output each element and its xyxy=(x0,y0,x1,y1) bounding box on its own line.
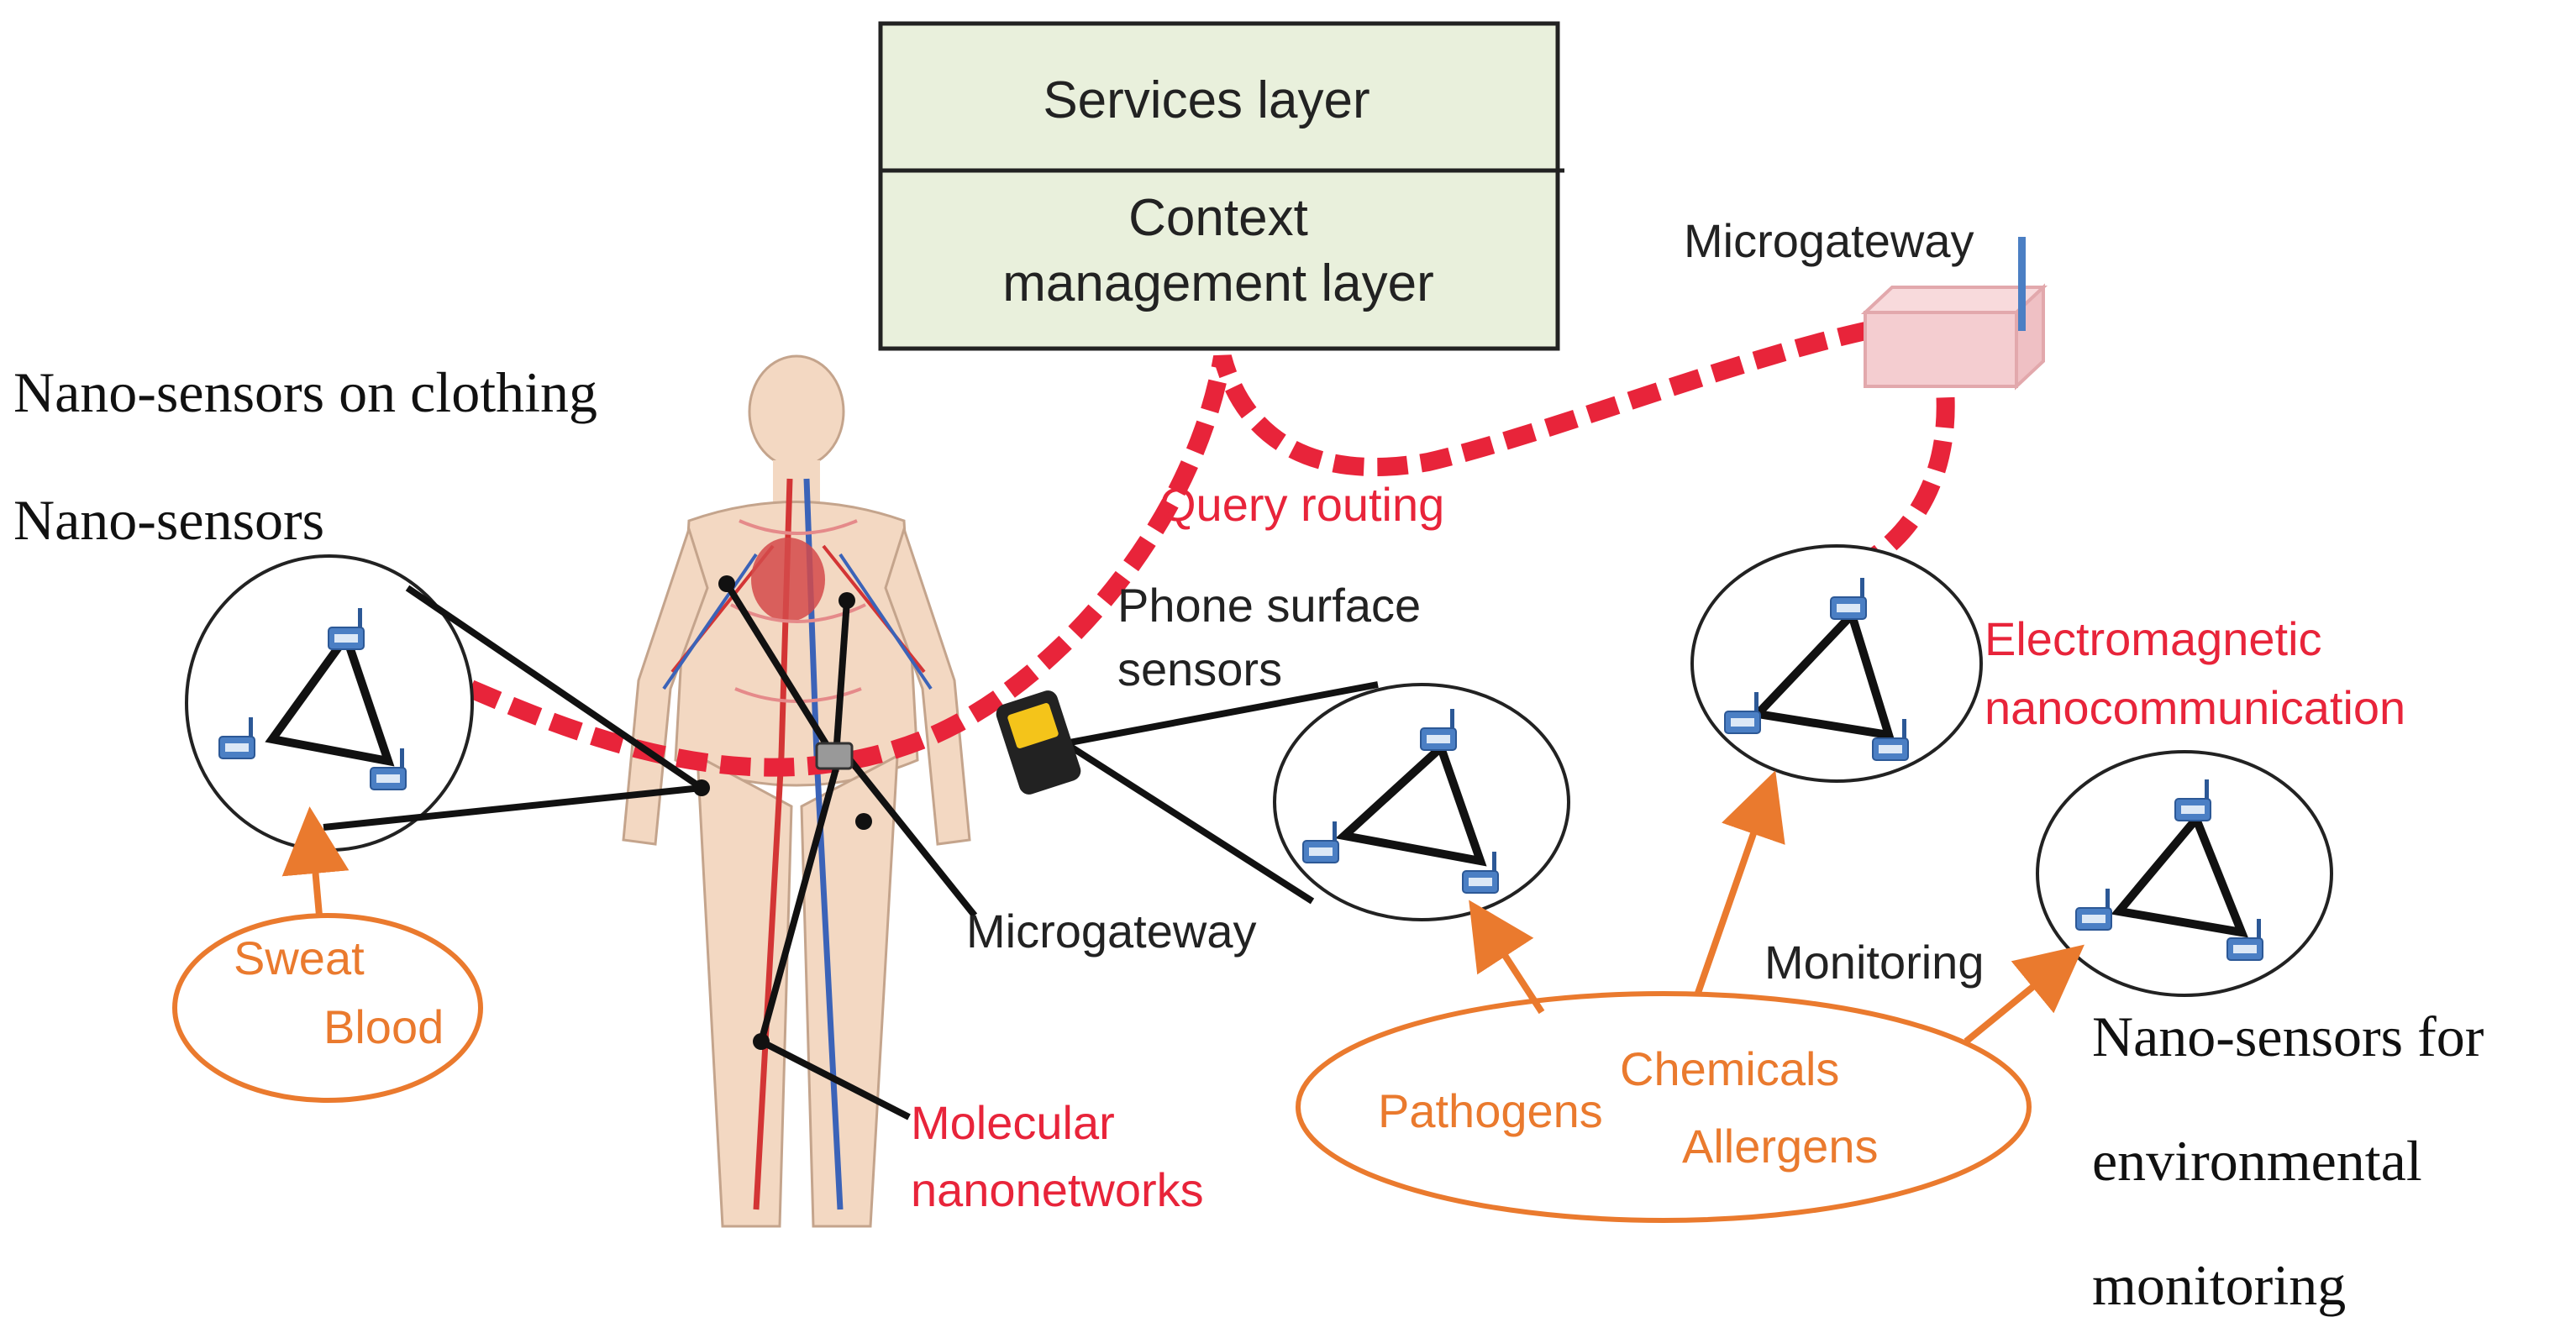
microgateway-body-label: Microgateway xyxy=(966,905,1256,958)
context-layer-box xyxy=(878,168,1560,351)
sensor-cluster-electromagnetic xyxy=(1690,544,1983,783)
allergens-label: Allergens xyxy=(1682,1120,1878,1173)
context-layer-label-1: Context xyxy=(1128,189,1308,247)
connection-lines xyxy=(323,581,1379,1120)
human-body-icon xyxy=(622,354,971,1228)
chemicals-label: Chemicals xyxy=(1620,1042,1839,1095)
layer-stack: Services layer Context management layer xyxy=(878,21,1564,351)
em-nanocommunication-label-2: nanocommunication xyxy=(1985,681,2405,734)
services-layer-label: Services layer xyxy=(1043,71,1369,129)
environment-sample-ellipse xyxy=(1296,991,2032,1223)
environment-sensors-label-3: monitoring xyxy=(2092,1253,2346,1317)
connection-dots xyxy=(693,575,872,1050)
microgateway-router-icon xyxy=(1860,237,2048,391)
pathogens-label: Pathogens xyxy=(1378,1084,1603,1137)
phone-sensors-label-1: Phone surface xyxy=(1117,579,1421,632)
body-microgateway-device xyxy=(815,742,854,770)
nano-sensors-label: Nano-sensors xyxy=(13,488,324,552)
molecular-nanonetworks-label-2: nanonetworks xyxy=(911,1163,1204,1216)
context-layer-label-2: management layer xyxy=(1002,254,1434,312)
sample-arrows xyxy=(281,770,2084,1045)
smartphone-icon xyxy=(996,690,1081,795)
services-layer-box xyxy=(878,21,1560,173)
clothing-sensors-label: Nano-sensors on clothing xyxy=(13,360,597,424)
microgateway-top-label: Microgateway xyxy=(1684,214,1974,267)
blood-label: Blood xyxy=(323,1000,444,1053)
molecular-nanonetworks-label-1: Molecular xyxy=(911,1096,1115,1149)
monitoring-label: Monitoring xyxy=(1764,936,1984,989)
sensor-cluster-phone xyxy=(1273,683,1570,921)
query-routing-label: Query routing xyxy=(1159,478,1444,531)
environment-sensors-label-2: environmental xyxy=(2092,1129,2422,1193)
sensor-cluster-environment xyxy=(2036,750,2333,997)
sweat-label: Sweat xyxy=(234,931,365,984)
phone-sensors-label-2: sensors xyxy=(1117,643,1282,695)
em-nanocommunication-label-1: Electromagnetic xyxy=(1985,612,2322,665)
bio-sample-ellipse xyxy=(172,913,483,1103)
environment-sensors-label-1: Nano-sensors for xyxy=(2092,1005,2484,1068)
